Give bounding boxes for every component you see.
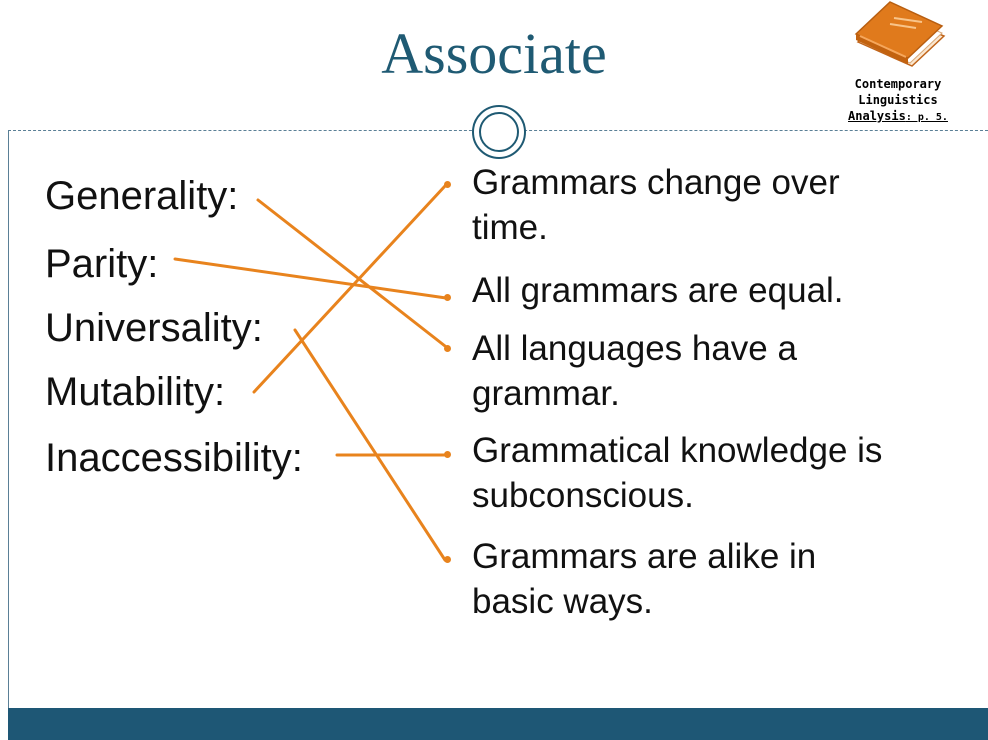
definition-line: subconscious. bbox=[472, 476, 694, 515]
definition-line: grammar. bbox=[472, 374, 620, 413]
bullet-icon bbox=[444, 345, 451, 352]
definition-item: Grammars are alike in basic ways. bbox=[472, 534, 816, 624]
reference-page: : p. 5. bbox=[905, 112, 948, 123]
definition-line: time. bbox=[472, 208, 548, 247]
bullet-icon bbox=[444, 556, 451, 563]
definition-line: All grammars are equal. bbox=[472, 271, 844, 310]
definition-line: basic ways. bbox=[472, 582, 653, 621]
reference-line-1: Contemporary bbox=[854, 77, 942, 91]
double-circle-icon bbox=[472, 105, 526, 159]
footer-bar bbox=[8, 708, 988, 740]
inner-circle bbox=[479, 112, 519, 152]
slide-left-border bbox=[8, 130, 9, 708]
bullet-icon bbox=[444, 451, 451, 458]
definition-line: Grammars are alike in bbox=[472, 537, 817, 576]
term-parity: Parity: bbox=[45, 242, 159, 286]
definition-item: Grammars change over time. bbox=[472, 160, 840, 250]
bullet-icon bbox=[444, 294, 451, 301]
definition-item: All grammars are equal. bbox=[472, 268, 844, 313]
reference-line-3: Analysis: p. 5. bbox=[828, 108, 968, 126]
term-universality: Universality: bbox=[45, 306, 263, 350]
book-icon bbox=[854, 1, 946, 67]
definition-item: All languages have a grammar. bbox=[472, 326, 797, 416]
connector-universality bbox=[293, 328, 447, 562]
definition-line: All languages have a bbox=[472, 329, 797, 368]
reference-source: Analysis bbox=[848, 109, 906, 123]
bullet-icon bbox=[444, 181, 451, 188]
definition-line: Grammars change over bbox=[472, 163, 840, 202]
term-mutability: Mutability: bbox=[45, 370, 226, 414]
reference-line-2: Linguistics bbox=[858, 93, 938, 107]
reference-citation: Contemporary Linguistics Analysis: p. 5. bbox=[828, 76, 968, 126]
term-generality: Generality: bbox=[45, 174, 239, 218]
definition-line: Grammatical knowledge is bbox=[472, 431, 883, 470]
slide-title: Associate bbox=[381, 21, 607, 86]
connector-generality bbox=[256, 198, 447, 348]
connector-parity bbox=[173, 257, 448, 300]
term-inaccessibility: Inaccessibility: bbox=[45, 436, 303, 480]
definition-item: Grammatical knowledge is subconscious. bbox=[472, 428, 882, 518]
connector-mutability bbox=[252, 184, 447, 394]
